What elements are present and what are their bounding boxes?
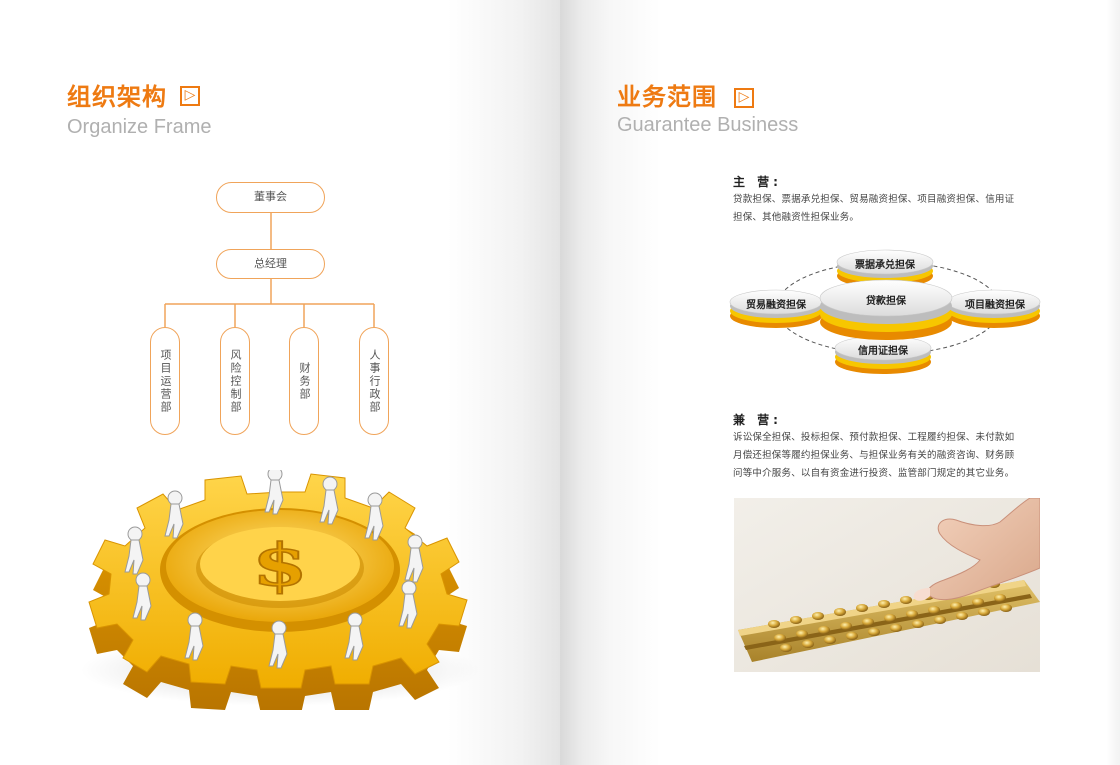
- org-node-board: 董事会: [216, 182, 325, 213]
- main-business-line: 贷款担保、票据承兑担保、贸易融资担保、项目融资担保、信用证: [733, 194, 1015, 205]
- dollar-sign-icon: $: [252, 532, 308, 599]
- main-business-text: 贷款担保、票据承兑担保、贸易融资担保、项目融资担保、信用证 担保、其他融资性担保…: [733, 191, 1053, 227]
- org-title: 组织架构: [67, 83, 167, 111]
- side-business-text: 诉讼保全担保、投标担保、预付款担保、工程履约担保、未付款如 月偿还担保等履约担保…: [733, 429, 1053, 483]
- org-node-department: 风险控制部: [220, 327, 250, 435]
- side-business-line: 问等中介服务、以自有资金进行投资、监管部门规定的其它业务。: [733, 468, 1015, 479]
- disc-label-bottom: 信用证担保: [858, 346, 908, 357]
- org-node-department: 人事行政部: [359, 327, 389, 435]
- main-business-line: 担保、其他融资性担保业务。: [733, 212, 860, 223]
- abacus-hand-photo: [734, 498, 1040, 672]
- org-node-department: 财务部: [289, 327, 319, 435]
- org-node-department: 项目运营部: [150, 327, 180, 435]
- org-node-general-manager: 总经理: [216, 249, 325, 279]
- org-node-department-label: 财务部: [298, 361, 311, 401]
- main-business-label: 主 营:: [733, 175, 782, 189]
- org-subtitle: Organize Frame: [67, 116, 212, 138]
- business-subtitle: Guarantee Business: [617, 114, 799, 136]
- business-title: 业务范围: [617, 83, 717, 111]
- side-business-label: 兼 营:: [733, 413, 782, 427]
- org-node-department-label: 人事行政部: [368, 348, 381, 414]
- guarantee-discs-diagram: [729, 249, 1041, 374]
- disc-label-left: 贸易融资担保: [746, 300, 806, 311]
- side-business-line: 诉讼保全担保、投标担保、预付款担保、工程履约担保、未付款如: [733, 432, 1015, 443]
- gear-dollar-illustration: $: [80, 470, 480, 710]
- disc-label-right: 项目融资担保: [965, 300, 1025, 311]
- disc-label-center: 贷款担保: [866, 296, 906, 307]
- org-node-department-label: 风险控制部: [229, 348, 242, 414]
- side-business-line: 月偿还担保等履约担保业务、与担保业务有关的融资咨询、财务顾: [733, 450, 1015, 461]
- org-node-department-label: 项目运营部: [159, 348, 172, 414]
- business-arrow-icon: ▷: [734, 88, 754, 108]
- org-arrow-icon: ▷: [180, 86, 200, 106]
- org-connector-lines: [164, 212, 375, 327]
- disc-label-top: 票据承兑担保: [855, 260, 915, 271]
